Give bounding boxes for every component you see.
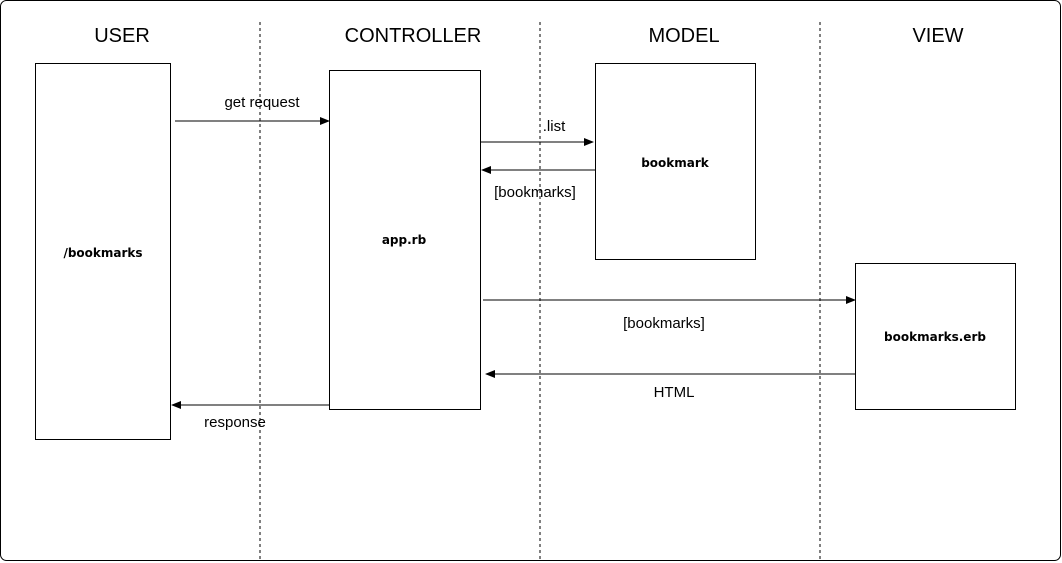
controller-box-label: app.rb (382, 233, 427, 247)
lane-title-view: VIEW (912, 25, 963, 47)
model-box[interactable] (595, 63, 756, 260)
lane-title-controller: CONTROLLER (345, 25, 482, 47)
controller-box[interactable] (329, 70, 481, 410)
response-label: response (204, 414, 266, 431)
lane-title-user: USER (94, 25, 150, 47)
user-box[interactable] (35, 63, 171, 440)
bookmarks-return-label: [bookmarks] (494, 184, 576, 201)
html-label: HTML (654, 384, 695, 401)
model-box-label: bookmark (641, 156, 710, 170)
bookmarks-to-view-label: [bookmarks] (623, 315, 705, 332)
list-label: .list (543, 118, 566, 135)
user-box-label: /bookmarks (63, 246, 142, 260)
get-request-label: get request (224, 94, 300, 111)
view-box-label: bookmarks.erb (884, 330, 986, 344)
lane-title-model: MODEL (648, 25, 719, 47)
view-box[interactable] (855, 263, 1016, 410)
